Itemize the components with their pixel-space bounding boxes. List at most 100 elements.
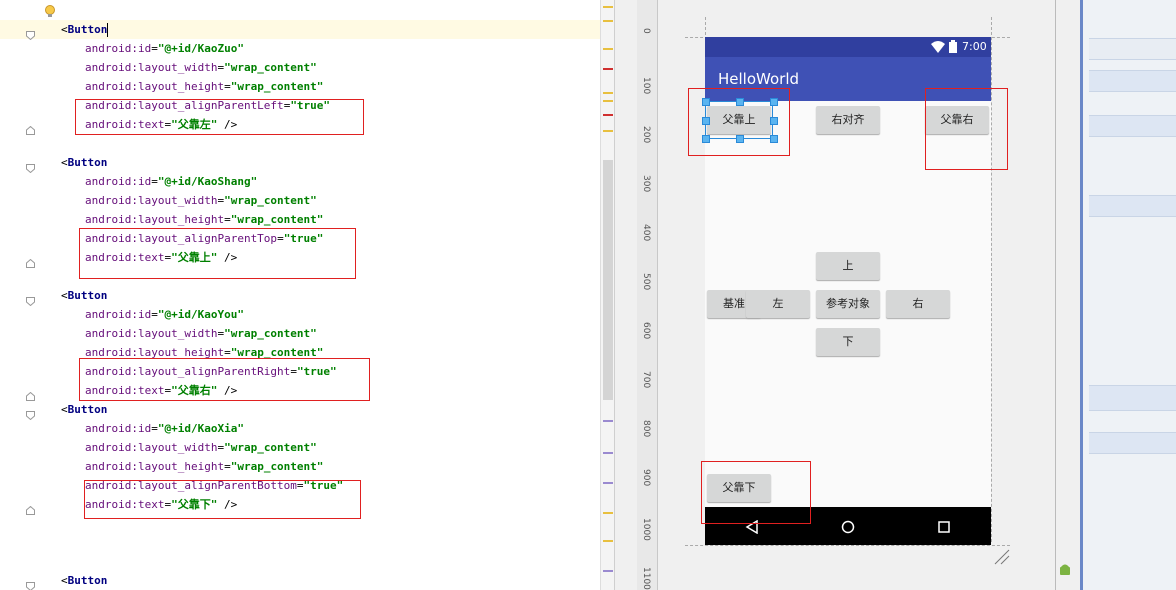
property-row[interactable] [1089,38,1176,60]
code-line-attribute[interactable]: android:id="@+id/KaoXia" [85,419,244,438]
code-line-attribute[interactable]: android:layout_height="wrap_content" [85,343,323,362]
annotation-box-kaoyou [79,358,370,401]
code-line-attribute[interactable]: android:id="@+id/KaoYou" [85,305,244,324]
status-time: 7:00 [962,40,987,53]
code-line-attribute[interactable]: android:layout_alignParentLeft="true" [85,96,330,115]
editor-scrollbar-thumb[interactable] [603,160,613,400]
code-line-attribute[interactable]: android:layout_width="wrap_content" [85,58,317,77]
back-icon[interactable] [745,519,759,538]
xml-attribute-value: "true" [296,365,337,378]
fold-toggle-icon[interactable] [26,158,35,174]
xml-attribute-name: android:layout_height [85,346,225,359]
resize-handle[interactable] [702,117,710,125]
code-line-tag[interactable]: <Button [61,400,107,419]
code-line-tag[interactable]: <Button [61,571,107,590]
fold-toggle-icon[interactable] [26,25,35,41]
equals-sign: = [164,118,172,131]
button-up[interactable]: 上 [816,252,880,280]
xml-attribute-name: android:id [85,42,152,55]
xml-attribute-name: android:layout_height [85,213,225,226]
button-reference[interactable]: 参考对象 [816,290,880,318]
code-line-tag[interactable]: <Button [61,286,107,305]
code-line-attribute[interactable]: android:text="父靠右" /> [85,381,237,400]
xml-tag-name: Button [67,403,108,416]
code-line-attribute[interactable]: android:layout_width="wrap_content" [85,191,317,210]
tag-close: /> [217,118,238,131]
equals-sign: = [217,441,225,454]
button-down[interactable]: 下 [816,328,880,356]
fold-end-icon[interactable] [26,386,35,401]
xml-attribute-value: "wrap_content" [224,194,317,207]
fold-toggle-icon[interactable] [26,405,35,421]
equals-sign: = [151,175,158,188]
fold-end-icon[interactable] [26,120,35,135]
code-line-attribute[interactable]: android:layout_alignParentRight="true" [85,362,337,381]
code-line-attribute[interactable]: android:layout_alignParentBottom="true" [85,476,343,495]
code-line-attribute[interactable]: android:layout_height="wrap_content" [85,457,323,476]
code-line-tag[interactable]: <Button [61,20,109,39]
recents-icon[interactable] [937,519,951,538]
property-row[interactable] [1089,115,1176,137]
button-right[interactable]: 右 [886,290,950,318]
android-icon[interactable] [1059,562,1071,581]
tag-bracket: < [61,156,68,169]
fold-end-icon[interactable] [26,500,35,515]
xml-attribute-value: "wrap_content" [224,61,317,74]
code-line-attribute[interactable]: android:layout_width="wrap_content" [85,324,317,343]
button-align-right[interactable]: 右对齐 [816,106,880,134]
resize-handle[interactable] [702,135,710,143]
xml-attribute-value: "@+id/KaoXia" [157,422,244,435]
xml-attribute-value: "wrap_content" [230,213,324,226]
xml-attribute-value: "wrap_content" [224,327,317,340]
code-line-attribute[interactable]: android:layout_height="wrap_content" [85,210,323,229]
home-icon[interactable] [841,519,855,538]
resize-handle[interactable] [770,98,778,106]
xml-attribute-value: "wrap_content" [224,441,317,454]
property-row[interactable] [1089,385,1176,411]
button-parent-top[interactable]: 父靠上 [707,106,771,134]
xml-attribute-name: android:layout_alignParentLeft [85,99,284,112]
xml-attribute-name: android:id [85,175,152,188]
property-row[interactable] [1089,195,1176,217]
code-line-attribute[interactable]: android:id="@+id/KaoShang" [85,172,257,191]
property-row[interactable] [1089,432,1176,454]
code-line-attribute[interactable]: android:text="父靠下" /> [85,495,237,514]
xml-attribute-value: "@+id/KaoYou" [157,308,244,321]
fold-end-icon[interactable] [26,253,35,268]
property-row[interactable] [1089,70,1176,92]
resize-handle[interactable] [736,135,744,143]
xml-attribute-name: android:text [85,251,165,264]
resize-handle[interactable] [736,98,744,106]
ruler-tick-label: 900 [641,469,651,487]
button-parent-bottom[interactable]: 父靠下 [707,474,771,502]
code-line-tag[interactable]: <Button [61,153,107,172]
fold-toggle-icon[interactable] [26,576,35,590]
ruler-tick-label: 0 [641,28,651,34]
xml-tag-name: Button [67,574,108,587]
ruler-tick-label: 100 [641,77,651,95]
code-line-attribute[interactable]: android:layout_width="wrap_content" [85,438,317,457]
code-line-attribute[interactable]: android:text="父靠左" /> [85,115,237,134]
resize-handle[interactable] [770,117,778,125]
code-line-attribute[interactable]: android:id="@+id/KaoZuo" [85,39,244,58]
equals-sign: = [217,61,225,74]
resize-grip-icon[interactable] [993,548,1011,570]
current-line-highlight [0,20,600,39]
resize-handle[interactable] [770,135,778,143]
button-parent-right[interactable]: 父靠右 [925,106,989,134]
resize-handle[interactable] [702,98,710,106]
button-left[interactable]: 左 [746,290,810,318]
code-line-attribute[interactable]: android:layout_height="wrap_content" [85,77,323,96]
fold-toggle-icon[interactable] [26,291,35,307]
code-line-attribute[interactable]: android:layout_alignParentTop="true" [85,229,323,248]
properties-panel[interactable] [1080,0,1176,590]
intention-bulb-icon[interactable] [44,4,56,18]
app-bar-title: HelloWorld [705,57,991,101]
code-line-attribute[interactable]: android:text="父靠上" /> [85,248,237,267]
text-caret [107,23,109,37]
equals-sign: = [296,479,304,492]
device-preview[interactable]: 7:00 HelloWorld 父靠上 右对齐 父靠右 上 基准 左 参考对象 … [705,37,991,545]
